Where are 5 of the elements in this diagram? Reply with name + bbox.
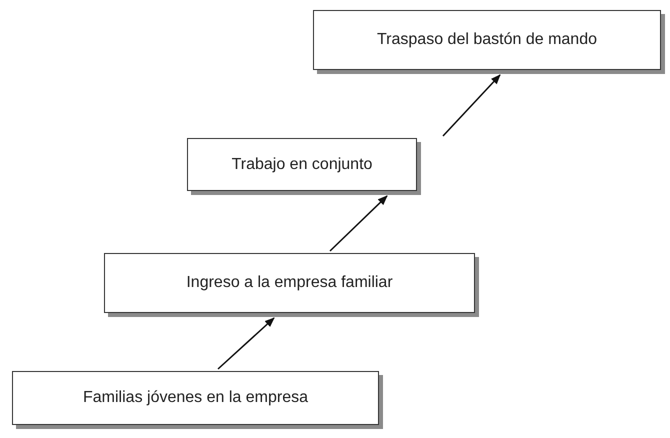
arrow <box>218 317 275 370</box>
box-label: Traspaso del bastón de mando <box>377 30 597 50</box>
box-label: Ingreso a la empresa familiar <box>186 273 393 293</box>
box-label: Familias jóvenes en la empresa <box>83 388 308 408</box>
box-label: Trabajo en conjunto <box>232 154 372 174</box>
